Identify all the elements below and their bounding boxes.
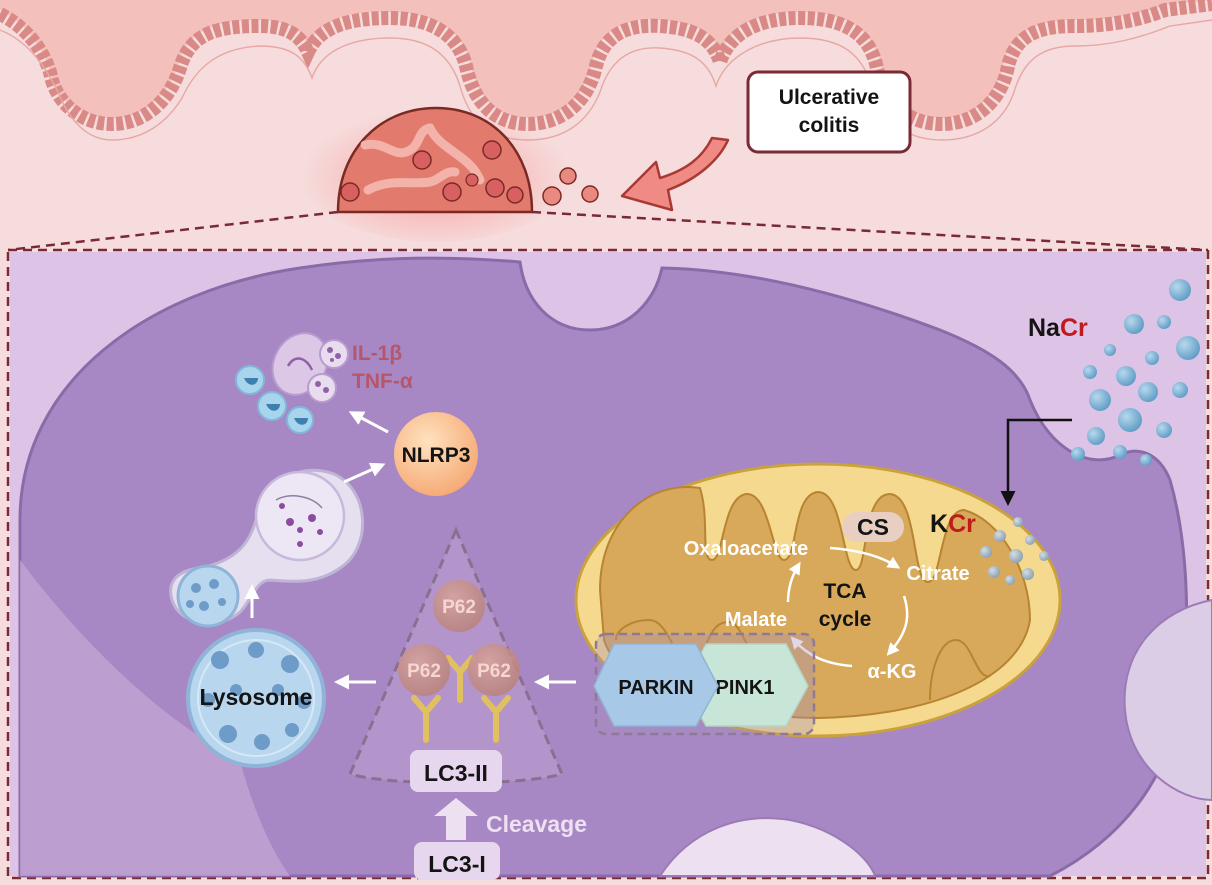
cleavage-arrow (434, 798, 478, 840)
ulcer-lesion (336, 106, 534, 214)
mitophagy-receptor-complex: PINK1 PARKIN (593, 632, 816, 736)
akg-label: α-KG (868, 661, 917, 683)
immune-cells (235, 332, 349, 434)
nlrp3-inflammasome: NLRP3 (394, 412, 478, 496)
cleavage-label: Cleavage (486, 811, 587, 837)
uptake-arrow (1000, 418, 1072, 506)
zoom-frame (6, 210, 1210, 880)
pathway-arrows (244, 411, 576, 690)
kcr-particles (980, 517, 1049, 585)
callout-line1: Ulcerative (779, 86, 879, 109)
lc3-i-label: LC3-I (428, 851, 486, 877)
tca-cycle-line1: TCA (823, 580, 866, 603)
callout-line2: colitis (799, 114, 860, 137)
kcr-label: KCr (930, 510, 976, 538)
nlrp3-label: NLRP3 (402, 444, 471, 467)
nacr-particles (1071, 279, 1200, 466)
citrate-label: Citrate (906, 563, 969, 585)
lc3-i-box (414, 842, 500, 880)
il1b-label: IL-1β (352, 342, 402, 365)
autophagosome: P62 P62 P62 LC3-II (347, 526, 565, 792)
oxaloacetate-label: Oxaloacetate (684, 538, 809, 560)
ulcerative-colitis-callout: Ulcerative colitis (746, 70, 912, 154)
tca-cycle-arrows (786, 546, 909, 668)
parkin-label: PARKIN (618, 677, 693, 699)
p62-label-left: P62 (407, 661, 441, 682)
disease-arrow (620, 136, 730, 212)
tnfa-label: TNF-α (352, 370, 413, 393)
tca-cycle-line2: cycle (819, 608, 872, 631)
malate-label: Malate (725, 609, 787, 631)
lysosome-label: Lysosome (200, 684, 313, 710)
cs-enzyme-label: CS (857, 514, 889, 540)
autolysosome (169, 468, 364, 628)
p62-label-right: P62 (477, 661, 511, 682)
released-cells (542, 167, 599, 206)
nacr-label: NaCr (1028, 314, 1088, 342)
lc3-ii-label: LC3-II (424, 760, 488, 786)
pink1-label: PINK1 (716, 677, 775, 699)
lysosome: Lysosome (186, 628, 326, 768)
p62-label-top: P62 (442, 597, 476, 618)
